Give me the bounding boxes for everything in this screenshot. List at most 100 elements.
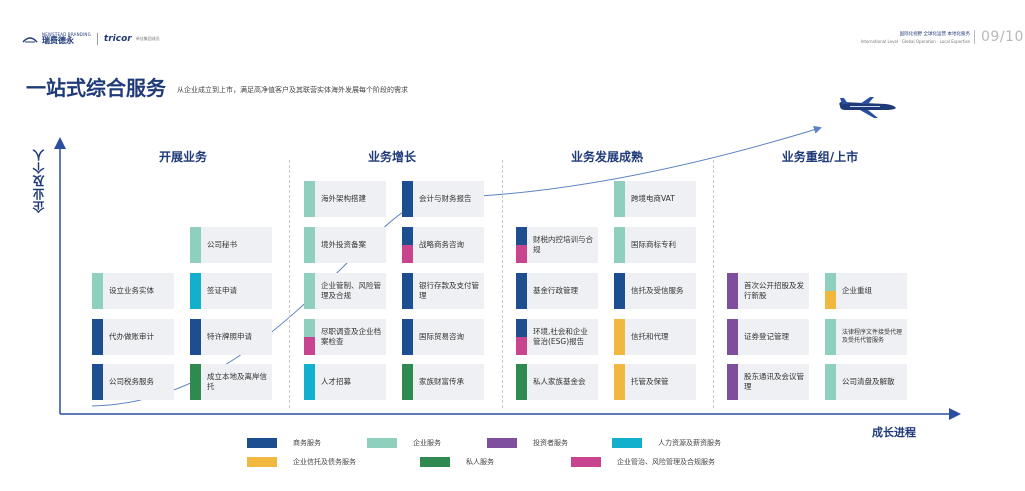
card-label: 基金行政管理	[533, 286, 578, 295]
tagline-en: International Level · Global Operation ·…	[860, 39, 970, 44]
category-bar	[825, 273, 836, 309]
page-title: 一站式综合服务	[26, 76, 166, 100]
logo-separator	[96, 33, 98, 45]
category-bar-segment	[92, 319, 103, 355]
category-bar-segment	[190, 364, 201, 400]
service-card: 家族财富传承	[402, 364, 484, 400]
category-bar-segment	[402, 181, 413, 217]
card-label: 公司税务服务	[109, 377, 154, 386]
header-divider	[974, 30, 975, 44]
category-bar-segment	[825, 291, 836, 309]
service-card: 尽职调查及企业档案检查	[304, 319, 386, 355]
category-bar	[190, 364, 201, 400]
phase-title-mature: 业务发展成熟	[570, 150, 643, 164]
category-bar	[825, 319, 836, 355]
service-card: 代办做账审计	[92, 319, 174, 355]
logo-top-text: NEWSTEAD BRANDING	[42, 32, 91, 37]
card-label: 代办做账审计	[109, 332, 154, 341]
card-label: 战略商务咨询	[419, 240, 464, 249]
category-bar	[614, 364, 625, 400]
tagline-cn: 国际化视野 全球化运营 本地化服务	[899, 32, 970, 37]
card-label: 特许牌照申请	[207, 332, 252, 341]
phase-title-listing: 业务重组/上市	[781, 150, 859, 164]
service-card: 设立业务实体	[92, 273, 174, 309]
category-bar	[190, 319, 201, 355]
legend-swatch	[367, 438, 397, 448]
category-bar-segment	[402, 364, 413, 400]
card-label: 企业重组	[842, 286, 872, 295]
card-label: 家族财富传承	[419, 377, 464, 386]
logo-partner-text: tricor	[103, 34, 132, 44]
card-label: 会计与财务报告	[419, 194, 472, 203]
legend-label: 企业管治、风险管理及合规服务	[617, 458, 715, 466]
category-bar-segment	[304, 227, 315, 263]
service-card: 公司清盘及解散	[825, 364, 907, 400]
service-card: 法律程序文件接受代理及受托代管服务	[825, 319, 907, 355]
category-bar-segment	[190, 319, 201, 355]
service-card: 托管及保管	[614, 364, 696, 400]
service-card: 跨境电商VAT	[614, 181, 696, 217]
category-bar-segment	[190, 227, 201, 263]
legend-item: 企业服务	[367, 438, 441, 448]
service-card: 环境,社会和企业管治(ESG)报告	[516, 319, 598, 355]
service-card: 特许牌照申请	[190, 319, 272, 355]
category-bar	[304, 181, 315, 217]
x-axis-label: 成长进程	[872, 426, 916, 439]
category-bar	[304, 273, 315, 309]
phase-title-start: 开展业务	[158, 150, 207, 164]
service-card: 财税内控培训与合规	[516, 227, 598, 263]
category-bar	[516, 273, 527, 309]
category-bar	[92, 319, 103, 355]
legend-item: 企业管治、风险管理及合规服务	[571, 457, 715, 467]
phase-title-growth: 业务增长	[367, 150, 416, 164]
category-bar	[614, 227, 625, 263]
service-card: 国际贸易咨询	[402, 319, 484, 355]
card-label: 设立业务实体	[109, 286, 154, 295]
service-card: 私人家族基金会	[516, 364, 598, 400]
category-bar-segment	[92, 273, 103, 309]
legend-item: 企业信托及债务服务	[247, 457, 356, 467]
card-label: 境外投资备案	[321, 240, 366, 249]
service-card: 企业重组	[825, 273, 907, 309]
category-bar	[402, 227, 413, 263]
card-label: 人才招募	[321, 377, 351, 386]
service-card: 企业管制、风险管理及合规	[304, 273, 386, 309]
legend-label: 企业服务	[413, 439, 441, 447]
category-bar	[516, 364, 527, 400]
page-subtitle: 从企业成立到上市，满足高净值客户及其联营实体海外发展每个阶段的需求	[177, 86, 408, 94]
category-bar	[825, 364, 836, 400]
category-bar-segment	[402, 245, 413, 263]
legend-label: 企业信托及债务服务	[293, 458, 356, 466]
card-label: 法律程序文件接受代理及受托代管服务	[842, 329, 903, 344]
category-bar	[516, 227, 527, 263]
category-bar	[92, 273, 103, 309]
category-bar	[614, 319, 625, 355]
service-card: 基金行政管理	[516, 273, 598, 309]
category-bar-segment	[516, 319, 527, 337]
service-card: 股东通讯及会议管理	[727, 364, 809, 400]
card-label: 私人家族基金会	[533, 377, 586, 386]
card-label: 成立本地及离岸信托	[207, 372, 267, 391]
legend-label: 人力资源及薪资服务	[658, 439, 721, 447]
category-bar	[190, 273, 201, 309]
category-bar-segment	[516, 245, 527, 263]
logo-main-text: 瑞费德永	[42, 36, 74, 45]
category-bar-segment	[304, 319, 315, 337]
legend-label: 投资者服务	[533, 439, 568, 447]
category-bar	[614, 181, 625, 217]
card-label: 信托和代理	[631, 332, 669, 341]
service-card: 公司秘书	[190, 227, 272, 263]
category-bar-segment	[402, 227, 413, 245]
category-bar-segment	[516, 337, 527, 355]
legend-label: 商务服务	[293, 439, 321, 447]
card-label: 跨境电商VAT	[631, 194, 675, 203]
category-bar-segment	[516, 227, 527, 245]
card-label: 尽职调查及企业档案检查	[321, 327, 381, 346]
category-bar-segment	[614, 319, 625, 355]
card-label: 环境,社会和企业管治(ESG)报告	[533, 327, 588, 346]
category-bar-segment	[614, 181, 625, 217]
category-bar-segment	[614, 227, 625, 263]
category-bar	[190, 227, 201, 263]
page-number: 09/10	[981, 29, 1024, 45]
card-label: 国际商标专利	[631, 240, 676, 249]
